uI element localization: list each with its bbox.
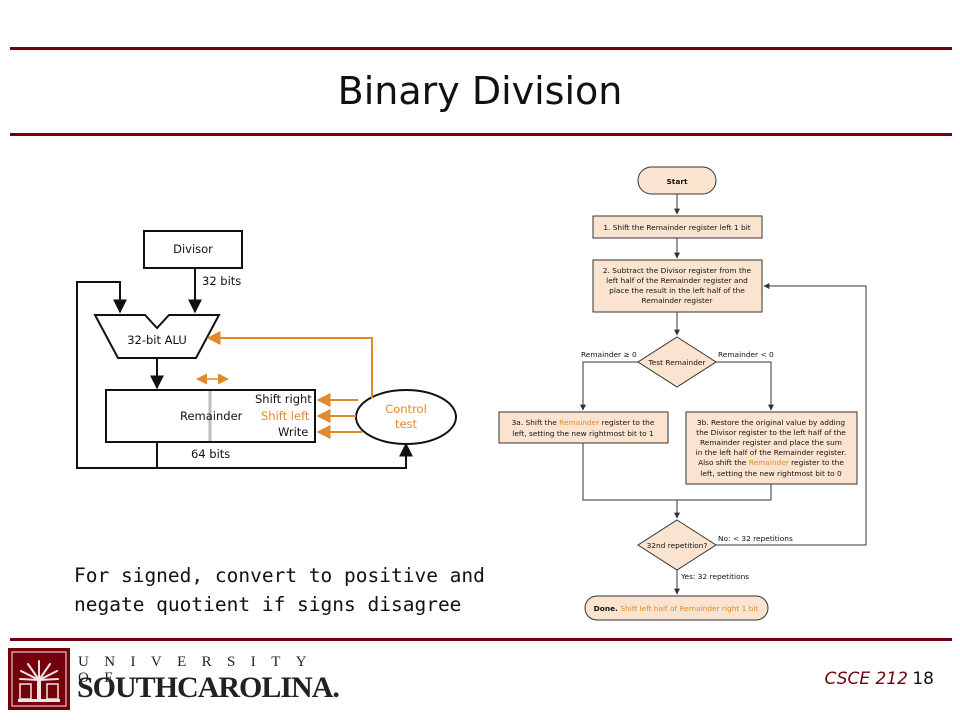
flow-arrow-to-step3b: [716, 361, 774, 411]
flow-done-label: Done. Shift left half of Remainder right…: [594, 604, 759, 613]
flow-test-label: Test Remainder: [648, 358, 707, 367]
top-rule: [10, 47, 952, 50]
course-label: CSCE 212: [824, 669, 908, 689]
flow-step3a-line1: 3a. Shift the Remainder register to the: [512, 418, 655, 427]
footer-rule: [10, 638, 952, 641]
flow-done: [584, 595, 769, 621]
note-line-2: negate quotient if signs disagree: [74, 593, 462, 616]
title-underline: [10, 133, 952, 136]
alu-label: 32-bit ALU: [127, 333, 187, 347]
remainder-feedback-wire: [76, 281, 158, 469]
shift-right-signal: Shift right: [255, 392, 312, 406]
flow-start-label: Start: [666, 177, 687, 186]
flow-test-diamond: [637, 336, 717, 388]
flow-branch-right-label: Remainder < 0: [718, 350, 774, 359]
flow-step1-label: 1. Shift the Remainder register left 1 b…: [603, 223, 750, 232]
divisor-label: Divisor: [173, 242, 213, 256]
remainder-width-label: 64 bits: [191, 447, 230, 461]
flow-step3b-line6: left, setting the new rightmost bit to 0: [700, 469, 842, 478]
flow-step3b-line3: Remainder register and place the sum: [700, 438, 842, 447]
flow-step2-label-2: left half of the Remainder register and: [606, 276, 748, 285]
division-flowchart: Start 1. Shift the Remainder register le…: [498, 166, 867, 621]
division-hardware: Divisor 32 bits 32-bit ALU Remainder Shi…: [76, 230, 457, 469]
flow-arrow-3b-to-merge: [677, 484, 772, 501]
signed-division-note: For signed, convert to positive and nega…: [74, 561, 514, 619]
control-to-alu-wire: [206, 331, 373, 398]
flow-loop-back-arrow: [716, 283, 867, 546]
flow-step3b-line2: the Divisor register to the left half of…: [696, 428, 846, 437]
flow-step3a: [498, 411, 669, 444]
flow-step2: [592, 259, 763, 313]
flow-repetition-label: 32nd repetition?: [647, 541, 708, 550]
wordmark-south-carolina: SOUTHCAROLINA.: [77, 671, 340, 704]
flow-yes-label: Yes: 32 repetitions: [680, 572, 749, 581]
page-number: 18: [912, 669, 934, 689]
flow-step2-label-3: place the result in the left half of the: [609, 286, 745, 295]
flow-arrow-3a-to-merge: [582, 443, 680, 519]
flow-step3b-line4: in the left half of the Remainder regist…: [696, 448, 847, 457]
flow-arrow-to-step3a: [580, 361, 638, 411]
write-signal: Write: [278, 425, 308, 439]
test-label: test: [395, 417, 418, 431]
flow-step3a-line2: left, setting the new rightmost bit to 1: [512, 429, 654, 438]
remainder-label: Remainder: [180, 409, 243, 423]
shift-left-signal: Shift left: [261, 409, 310, 423]
alu-shape: [93, 314, 221, 359]
control-label: Control: [385, 402, 427, 416]
flow-step3b-line5: Also shift the Remainder register to the: [698, 458, 844, 467]
flow-step2-label-4: Remainder register: [642, 296, 714, 305]
divisor-width-label: 32 bits: [202, 274, 241, 288]
divisor-register: [143, 230, 243, 269]
note-line-1: For signed, convert to positive and: [74, 564, 485, 587]
slide-title: Binary Division: [337, 69, 623, 113]
flow-branch-left-label: Remainder ≥ 0: [581, 350, 637, 359]
wordmark-university-of: UNIVERSITY OF: [78, 654, 322, 686]
university-logo-icon: [8, 648, 70, 710]
flow-step2-label-1: 2. Subtract the Divisor register from th…: [603, 266, 752, 275]
remainder-to-control-wire: [157, 442, 413, 469]
flow-no-label: No: < 32 repetitions: [718, 534, 793, 543]
flow-step3b: [685, 411, 858, 485]
flow-step3b-line1: 3b. Restore the original value by adding: [697, 418, 846, 427]
